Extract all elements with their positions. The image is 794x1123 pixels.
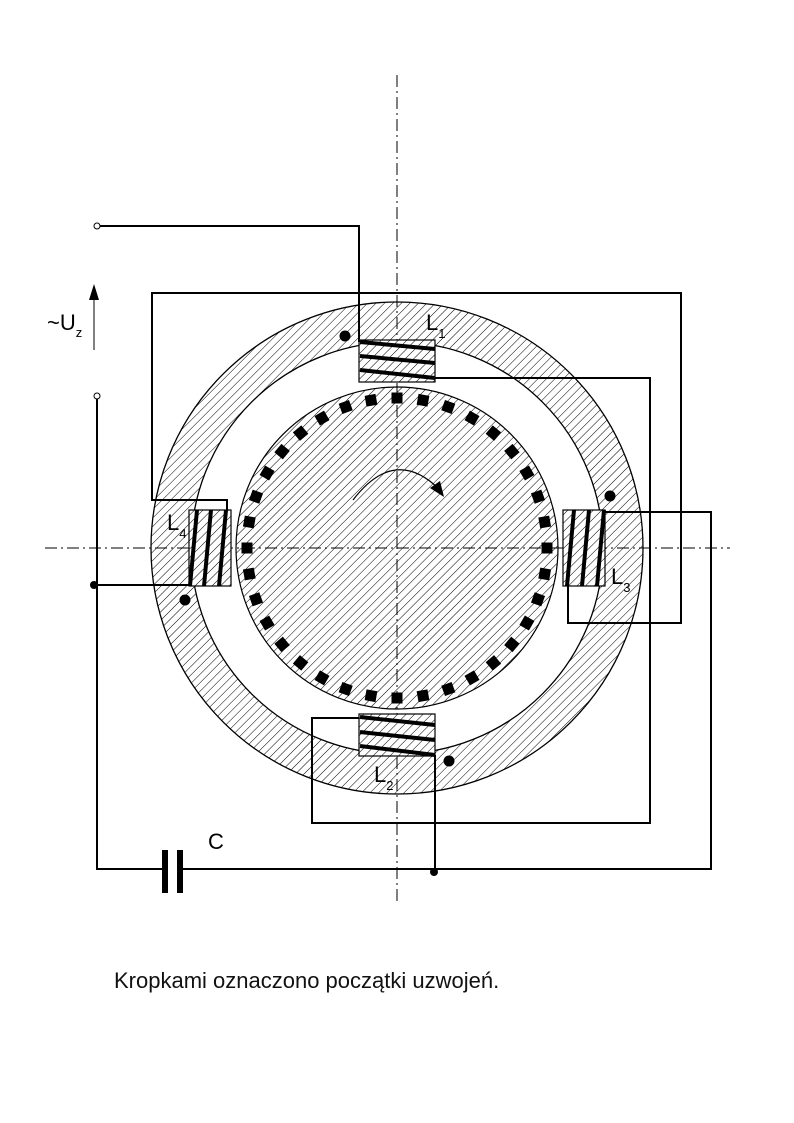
- rotor-bar: [259, 465, 275, 481]
- coil-l1-label: L1: [426, 310, 445, 341]
- wire-supply-to-l1: [97, 225, 360, 342]
- winding-start-dot-l2: [443, 755, 455, 767]
- rotor-bar: [274, 636, 290, 653]
- rotor-bar: [485, 655, 502, 671]
- rotor-bar: [338, 681, 353, 697]
- rotor-bar: [242, 567, 256, 581]
- wire-supply-to-capacitor: [96, 396, 165, 870]
- supply-voltage-label: ~Uz: [47, 310, 82, 340]
- rotor-bar: [259, 615, 275, 631]
- voltage-arrow-head: [89, 284, 99, 300]
- rotor-bar: [441, 399, 456, 415]
- rotor-bar: [504, 443, 520, 460]
- winding-start-dot-l1: [339, 330, 351, 342]
- rotor-bar: [530, 489, 546, 504]
- rotor-bar: [538, 515, 552, 529]
- pole-l2: [358, 713, 436, 757]
- rotor-bar: [530, 592, 546, 607]
- pole-l1: [358, 339, 436, 383]
- winding-start-dot-l3: [604, 490, 616, 502]
- rotor-bar: [416, 689, 430, 703]
- rotation-arrow-head: [430, 481, 444, 497]
- rotor-bar: [338, 399, 353, 415]
- rotor-bar: [314, 410, 330, 426]
- rotor-bar: [364, 393, 378, 407]
- rotor-bar: [464, 670, 480, 686]
- pole-l3: [562, 509, 606, 587]
- pole-l4: [188, 509, 232, 587]
- rotor-bar: [416, 393, 430, 407]
- supply-terminal-bottom: [93, 392, 101, 400]
- rotor-bars: [241, 392, 553, 704]
- rotor-bar: [292, 655, 309, 671]
- rotor-bar: [519, 615, 535, 631]
- coil-l3-label: L3: [611, 564, 630, 595]
- rotor-bar: [248, 592, 264, 607]
- coil-l2-label: L2: [374, 762, 393, 793]
- rotor-bar: [242, 515, 256, 529]
- wiring: [96, 225, 712, 870]
- rotor-bar: [504, 636, 520, 653]
- rotor-bar: [248, 489, 264, 504]
- wire-l1-to-l2: [311, 377, 651, 824]
- rotor-bar: [364, 689, 378, 703]
- rotor-bar: [485, 425, 502, 441]
- supply-terminal-top: [93, 222, 101, 230]
- wire-capacitor-to-l3: [181, 511, 712, 870]
- junction-bottom: [430, 868, 438, 876]
- wire-l4-to-l3: [151, 292, 682, 624]
- rotation-arrow: [352, 469, 441, 501]
- rotor-bar: [391, 392, 403, 404]
- rotor-bar: [292, 425, 309, 441]
- rotor-bar: [274, 443, 290, 460]
- winding-start-dot-l4: [179, 594, 191, 606]
- capacitor: [162, 850, 183, 893]
- coil-l4-label: L4: [167, 510, 186, 541]
- rotor-bar: [519, 465, 535, 481]
- rotor-bar: [538, 567, 552, 581]
- junction-left: [90, 581, 98, 589]
- caption: Kropkami oznaczono początki uzwojeń.: [114, 968, 500, 993]
- rotor-bar: [314, 670, 330, 686]
- rotor-bar: [464, 410, 480, 426]
- rotor-bar: [441, 681, 456, 697]
- capacitor-label: C: [208, 829, 224, 854]
